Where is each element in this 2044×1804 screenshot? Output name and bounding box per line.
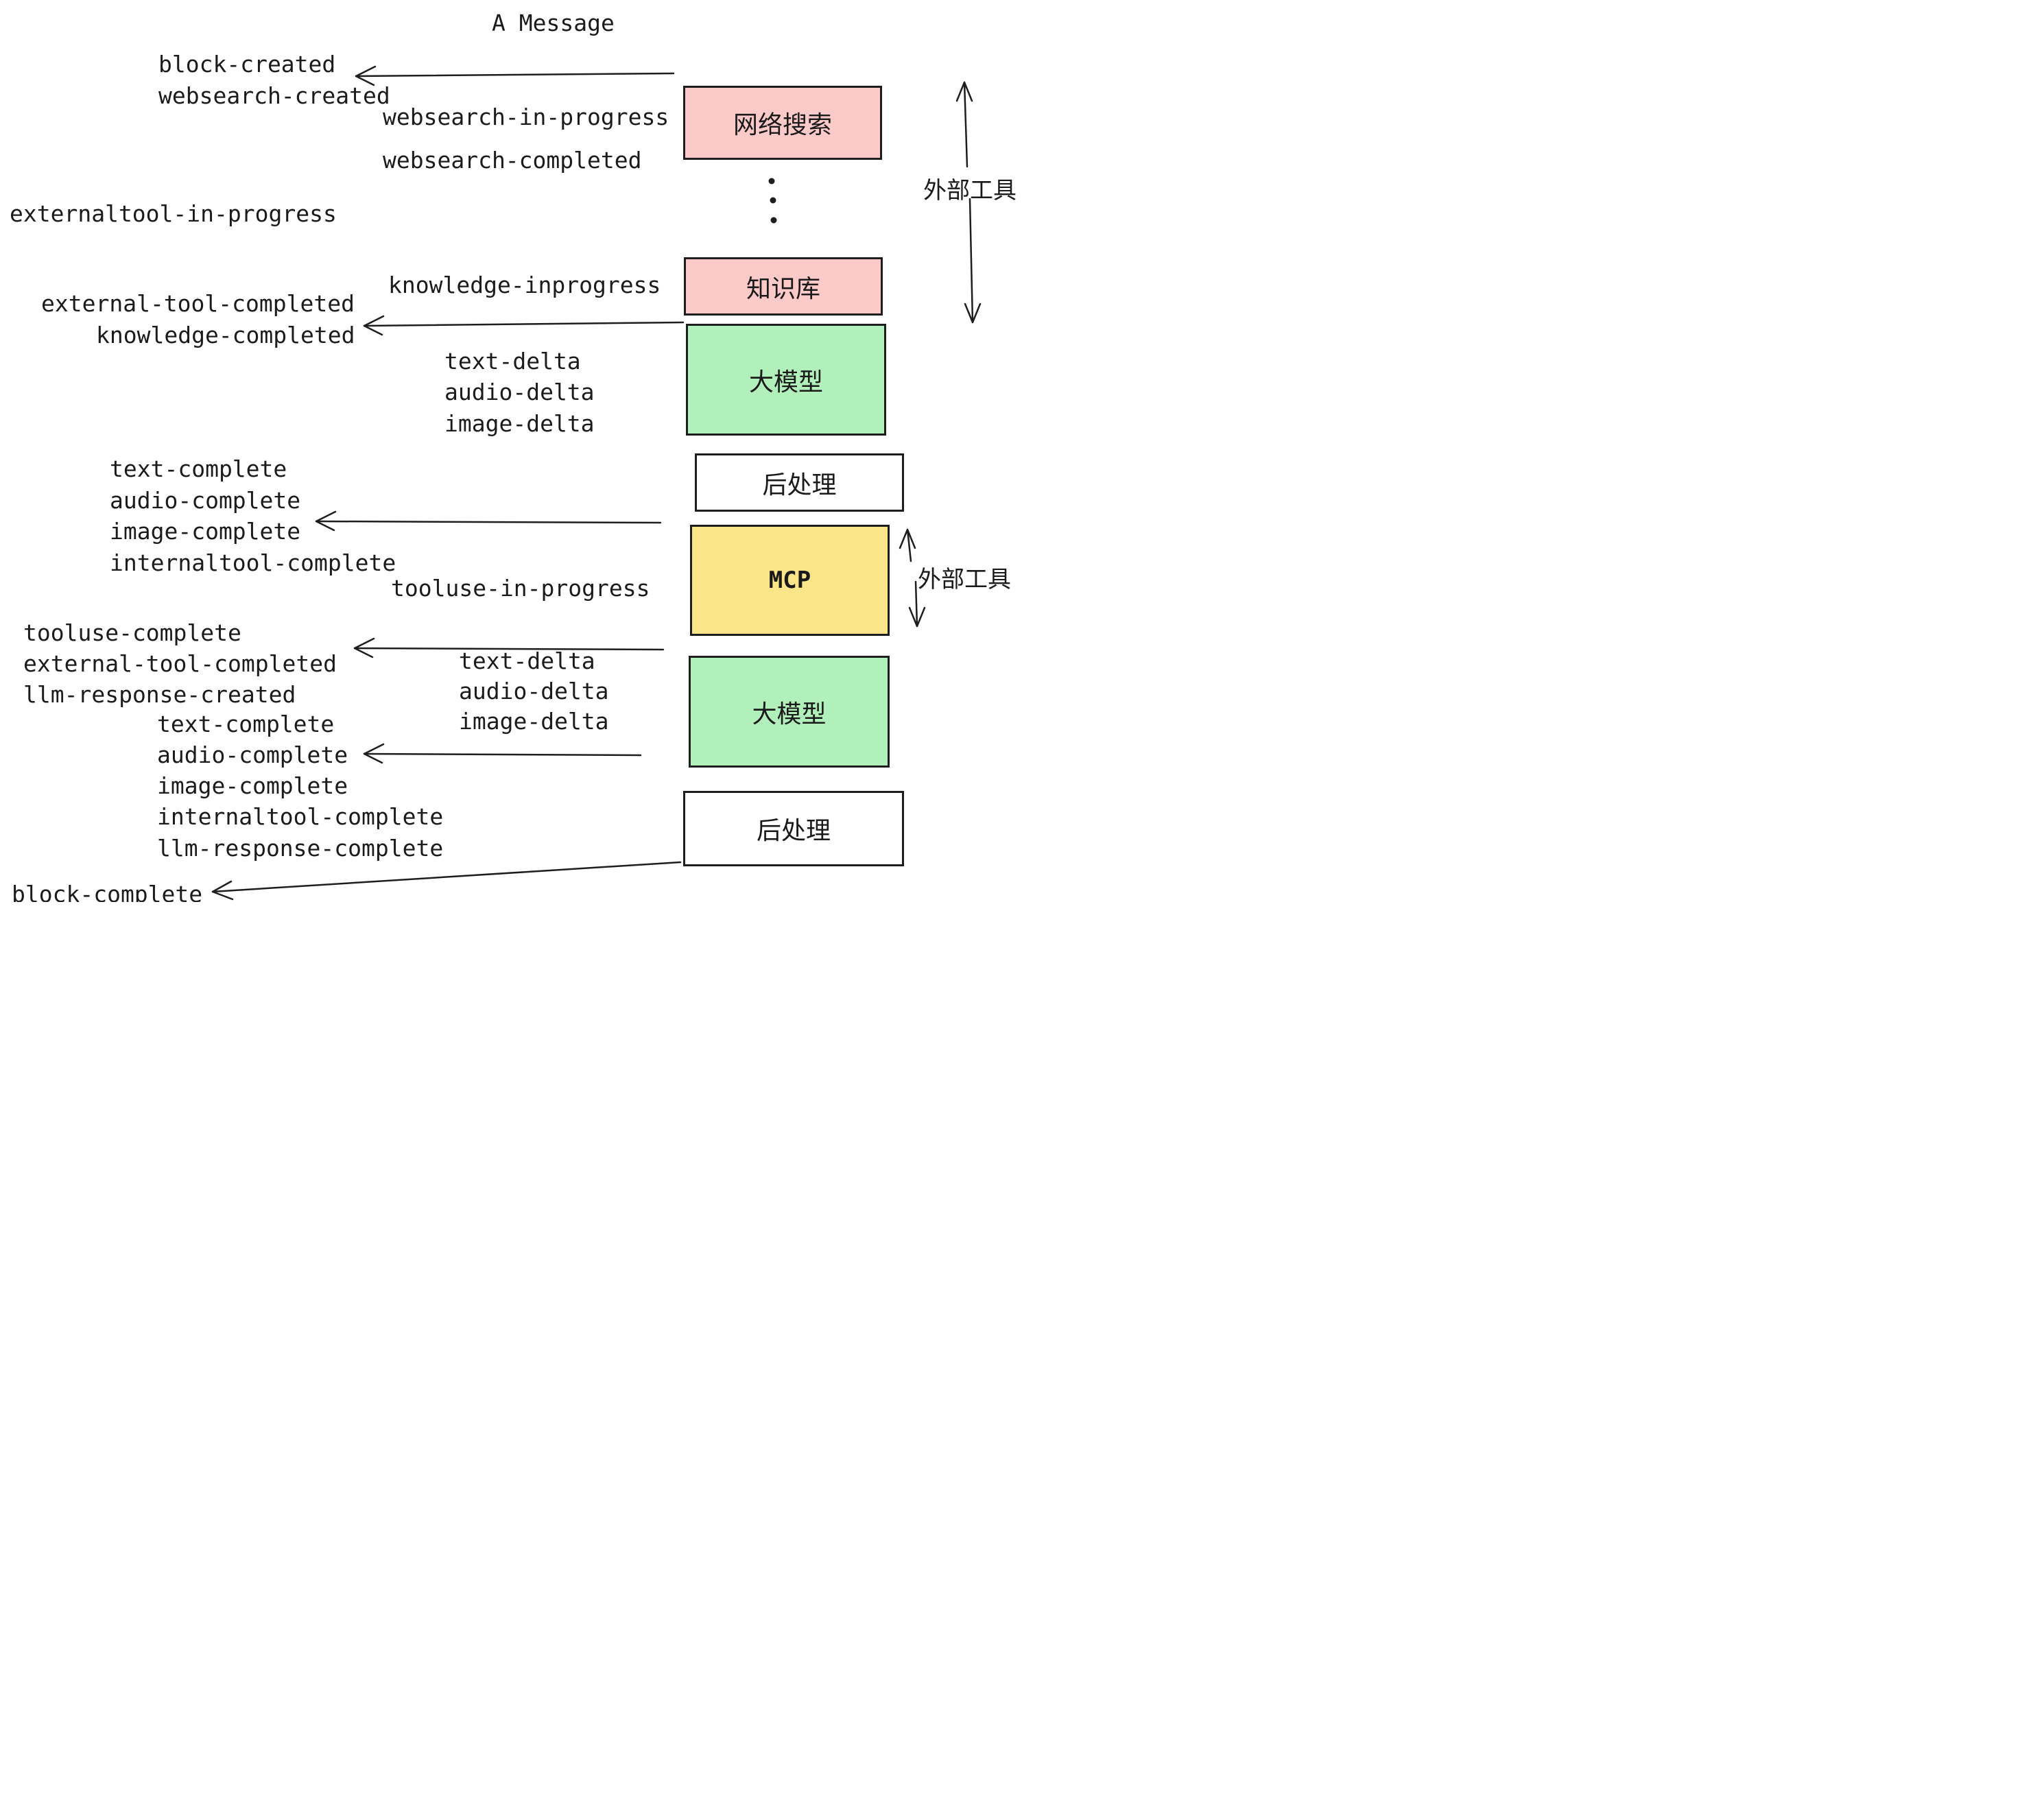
event-label-image-complete-2: image-complete xyxy=(157,772,348,799)
arrow-to-image-complete xyxy=(315,510,662,532)
external-tool-label-bottom: 外部工具 xyxy=(918,566,1011,593)
event-label-websearch-created: websearch-created xyxy=(158,82,390,109)
event-label-knowledge-inprogress: knowledge-inprogress xyxy=(388,272,661,298)
event-label-audio-complete: audio-complete xyxy=(110,487,301,514)
event-label-llm-response-created: llm-response-created xyxy=(23,681,296,708)
event-label-image-delta: image-delta xyxy=(444,410,595,437)
postprocess-box-1: 后处理 xyxy=(695,453,904,512)
knowledge-box: 知识库 xyxy=(684,257,883,316)
event-label-tooluse-in-progress: tooluse-in-progress xyxy=(391,575,650,602)
llm-box-1: 大模型 xyxy=(686,324,886,436)
event-label-block-complete: block-complete xyxy=(12,881,203,902)
llm-box-1-label: 大模型 xyxy=(748,368,823,396)
event-label-tooluse-complete: tooluse-complete xyxy=(23,619,241,646)
arrow-to-block-complete xyxy=(211,861,682,901)
event-label-knowledge-completed: knowledge-completed xyxy=(96,322,355,348)
llm-box-2: 大模型 xyxy=(689,656,890,768)
websearch-box: 网络搜索 xyxy=(683,86,882,160)
event-label-external-tool-completed: external-tool-completed xyxy=(41,290,355,317)
event-label-audio-delta-2: audio-delta xyxy=(459,678,609,704)
event-label-externaltool-in-progress: externaltool-in-progress xyxy=(10,200,337,227)
event-label-internaltool-complete-2: internaltool-complete xyxy=(157,803,444,830)
arrow-to-block-created xyxy=(355,65,675,86)
knowledge-box-label: 知识库 xyxy=(746,274,820,303)
external-tool-label-top: 外部工具 xyxy=(923,177,1017,204)
mcp-box-label: MCP xyxy=(768,567,811,594)
event-label-block-created: block-created xyxy=(158,51,336,78)
event-label-text-delta-2: text-delta xyxy=(459,648,595,674)
arrow-to-knowledge-completed xyxy=(363,315,685,336)
postprocess-box-1-label: 后处理 xyxy=(762,471,837,499)
event-label-image-delta-2: image-delta xyxy=(459,708,609,735)
arrow-to-audio-complete xyxy=(363,743,642,764)
event-label-websearch-in-progress: websearch-in-progress xyxy=(383,104,669,130)
event-label-external-tool-completed-2: external-tool-completed xyxy=(23,650,337,677)
event-label-image-complete: image-complete xyxy=(110,518,301,545)
event-label-audio-complete-2: audio-complete xyxy=(157,741,348,768)
event-label-llm-response-complete: llm-response-complete xyxy=(157,835,444,862)
message-flow-diagram: A Message block-created websearch-create… xyxy=(0,0,1022,902)
llm-box-2-label: 大模型 xyxy=(752,700,827,728)
event-label-websearch-completed: websearch-completed xyxy=(383,147,642,174)
ellipsis-dots xyxy=(768,178,777,224)
postprocess-box-2-label: 后处理 xyxy=(756,817,831,845)
postprocess-box-2: 后处理 xyxy=(683,791,904,866)
mcp-box: MCP xyxy=(690,525,890,636)
diagram-title: A Message xyxy=(492,10,615,36)
websearch-box-label: 网络搜索 xyxy=(733,111,832,139)
event-label-text-complete: text-complete xyxy=(110,455,287,482)
event-label-internaltool-complete: internaltool-complete xyxy=(110,549,396,576)
event-label-audio-delta: audio-delta xyxy=(444,379,595,405)
event-label-text-delta: text-delta xyxy=(444,348,581,375)
event-label-text-complete-2: text-complete xyxy=(157,711,335,737)
